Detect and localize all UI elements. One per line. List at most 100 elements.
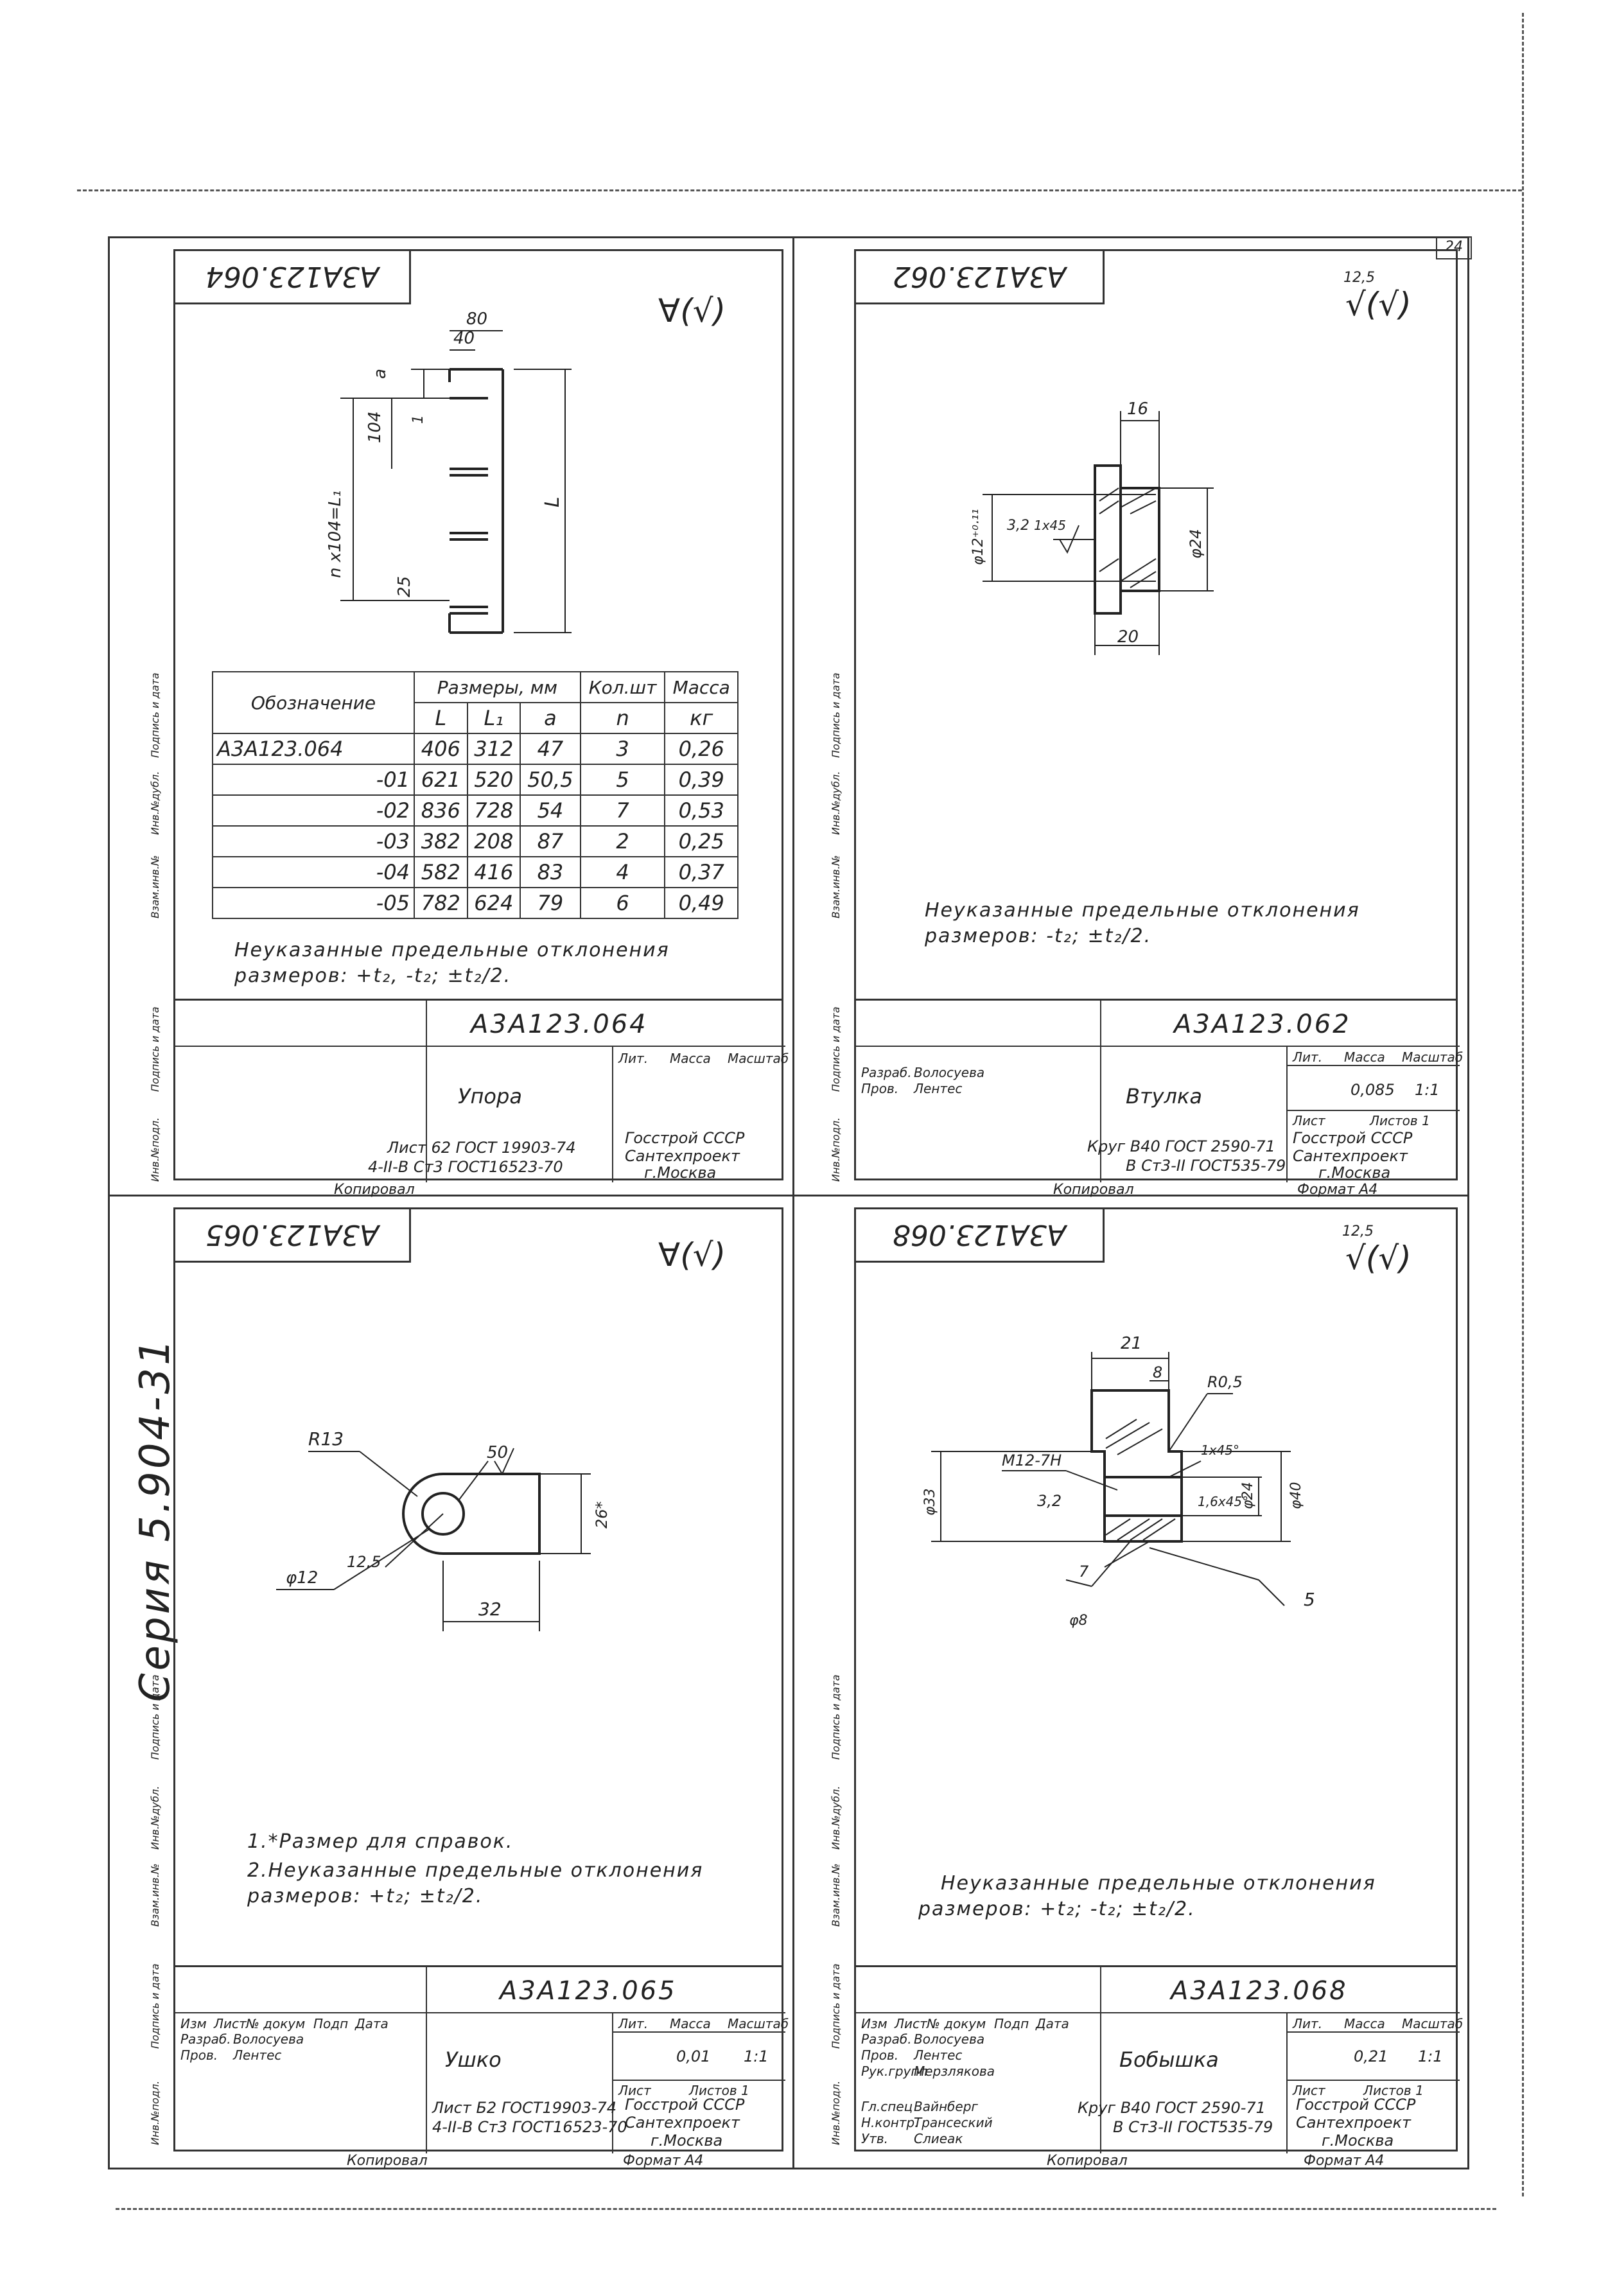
side-label: Инв.№дубл.: [149, 771, 161, 835]
side-label: Инв.№дубл.: [830, 1785, 842, 1850]
title-block-material2: 4-II-В Ст3 ГОСТ16523-70: [432, 2118, 627, 2136]
roughness-symbol: ∀(√): [658, 1236, 726, 1274]
side-label: Взам.инв.№: [149, 1863, 161, 1927]
tb-role: Разраб.: [861, 2031, 912, 2047]
roughness-value: 12,5: [1342, 1223, 1374, 1240]
side-label: Подпись и дата: [149, 1674, 161, 1760]
svg-text:φ24: φ24: [1240, 1482, 1256, 1509]
svg-text:φ33: φ33: [922, 1488, 938, 1516]
sheet-068-note-1: Неуказанные предельные отклонения: [941, 1872, 1376, 1895]
title-block-code: А3А123.062: [1174, 1010, 1351, 1039]
title-block-code: А3А123.065: [500, 1976, 677, 2006]
tb-person: Волосуева: [233, 2031, 304, 2047]
svg-text:L: L: [541, 496, 564, 507]
title-block-material2: 4-II-В Ст3 ГОСТ16523-70: [368, 1158, 563, 1176]
side-label: Подпись и дата: [149, 1006, 161, 1092]
svg-text:32: 32: [478, 1599, 502, 1620]
tb-row-header: Изм: [861, 2016, 887, 2031]
side-label: Подпись и дата: [830, 1674, 842, 1760]
sub-L: L: [414, 702, 468, 734]
tb-person: Волосуева: [914, 2031, 985, 2047]
side-label: Взам.инв.№: [830, 855, 842, 918]
tb-role: Пров.: [180, 2047, 218, 2063]
svg-text:25: 25: [395, 576, 414, 597]
svg-text:1x45: 1x45: [1034, 518, 1066, 533]
sub-n: n: [579, 702, 666, 734]
footer-format: Формат А4: [1297, 1182, 1378, 1198]
title-block-org2: Сантехпроект: [1296, 2114, 1411, 2132]
middle-divider: [108, 1195, 1469, 1196]
tb-person: Слиеак: [914, 2131, 963, 2146]
sheet-064-note-2: размеров: +t₂, -t₂; ±t₂/2.: [234, 965, 512, 987]
svg-text:φ12⁺⁰·¹¹: φ12⁺⁰·¹¹: [970, 509, 986, 565]
svg-text:R0,5: R0,5: [1207, 1373, 1243, 1391]
svg-text:3,2: 3,2: [1007, 518, 1029, 534]
footer-format: Формат А4: [623, 2153, 704, 2169]
tb-person: Вайнберг: [914, 2099, 978, 2114]
sheet-065-note-1: 1.*Размер для справок.: [247, 1830, 514, 1853]
title-block-sheet: Лист: [1293, 2083, 1325, 2098]
side-label: Инв.№подл.: [830, 2080, 842, 2145]
svg-text:80: 80: [466, 310, 487, 329]
title-block-mass: 0,085: [1350, 1081, 1395, 1099]
svg-text:1: 1: [410, 415, 426, 424]
side-label: Подпись и дата: [149, 672, 161, 758]
svg-text:R13: R13: [308, 1428, 344, 1450]
footer-copied: Копировал: [1053, 1182, 1134, 1198]
tb-lit: Лит.: [1293, 1049, 1323, 1065]
col-mass: Масса: [664, 671, 739, 703]
tb-row-header: № докум: [246, 2016, 306, 2031]
title-block-org2: Сантехпроект: [1293, 1147, 1408, 1165]
tb-person: Волосуева: [914, 1065, 985, 1080]
roughness-symbol: √(√): [1345, 1240, 1412, 1277]
tb-row-header: Подп: [994, 2016, 1029, 2031]
title-block-org: Госстрой СССР: [1296, 2096, 1416, 2114]
title-block-name: Втулка: [1126, 1084, 1202, 1109]
svg-text:M12-7H: M12-7H: [1002, 1451, 1062, 1469]
tb-role: Пров.: [861, 2047, 899, 2063]
svg-text:12,5: 12,5: [347, 1553, 381, 1571]
tb-row-header: Изм: [180, 2016, 207, 2031]
tb-mass: Масса: [670, 1051, 711, 1066]
svg-text:1,6x45°: 1,6x45°: [1198, 1494, 1248, 1509]
side-label: Инв.№подл.: [830, 1117, 842, 1182]
tb-row-header: Дата: [1036, 2016, 1069, 2031]
title-block-city: г.Москва: [651, 2132, 723, 2150]
sheet-068-note-2: размеров: +t₂; -t₂; ±t₂/2.: [918, 1898, 1196, 1920]
title-block-065: А3А123.065 Ушко Лист Б2 ГОСТ19903-74 4-I…: [173, 1965, 789, 2153]
svg-text:a: a: [371, 369, 390, 379]
sheet-062-note-1: Неуказанные предельные отклонения: [925, 899, 1360, 922]
sheet-062-note-2: размеров: -t₂; ±t₂/2.: [925, 925, 1152, 947]
svg-text:φ12: φ12: [286, 1568, 318, 1588]
title-block-scale: 1:1: [744, 2047, 769, 2065]
title-block-material: Лист Б2 ГОСТ19903-74: [432, 2099, 617, 2117]
svg-text:φ40: φ40: [1288, 1482, 1304, 1509]
title-block-org: Госстрой СССР: [625, 1129, 745, 1147]
tb-scale: Масштаб: [728, 2016, 789, 2031]
col-designation: Обозначение: [212, 671, 415, 734]
tb-row-header: Лист: [214, 2016, 247, 2031]
title-block-name: Бобышка: [1119, 2047, 1219, 2072]
title-block-sheet: Лист: [1293, 1113, 1325, 1128]
tb-role: Утв.: [861, 2131, 888, 2146]
title-block-mass: 0,01: [676, 2047, 711, 2065]
side-label: Инв.№дубл.: [830, 771, 842, 835]
title-block-062: А3А123.062 Втулка Круг В40 ГОСТ 2590-71 …: [854, 999, 1463, 1182]
side-label: Подпись и дата: [830, 672, 842, 758]
center-divider: [792, 236, 794, 2169]
svg-text:φ24: φ24: [1187, 529, 1205, 559]
svg-text:21: 21: [1121, 1334, 1142, 1353]
title-block-org2: Сантехпроект: [625, 1147, 740, 1165]
title-block-city: г.Москва: [1318, 1164, 1391, 1182]
title-block-material: Круг В40 ГОСТ 2590-71: [1078, 2099, 1266, 2117]
title-block-material: Круг В40 ГОСТ 2590-71: [1087, 1137, 1275, 1155]
sheet-065-note-2: 2.Неуказанные предельные отклонения: [247, 1859, 704, 1882]
bottom-cut-line: [116, 2208, 1496, 2210]
tb-role: Разраб.: [861, 1065, 912, 1080]
tb-row-header: Лист: [895, 2016, 927, 2031]
svg-text:50: 50: [487, 1443, 508, 1462]
